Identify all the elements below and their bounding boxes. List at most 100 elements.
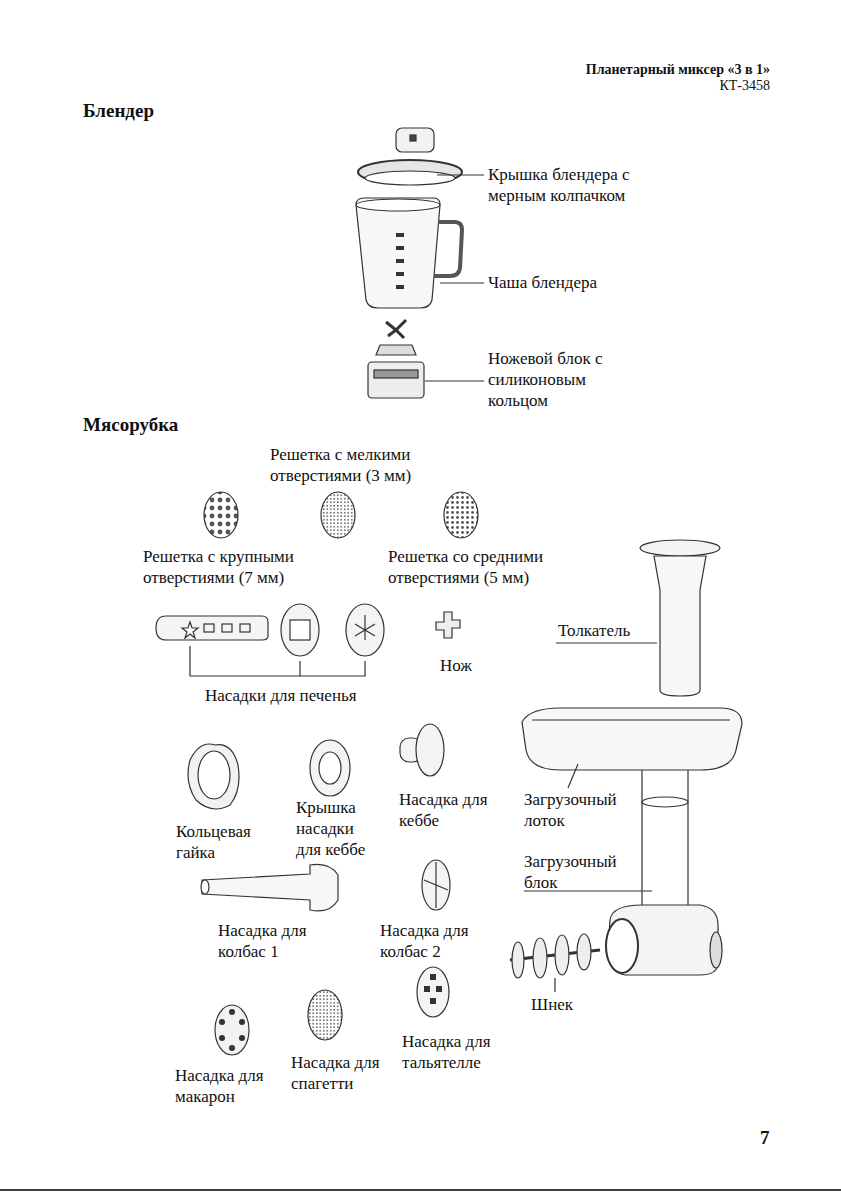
cookie-attachments-part [281, 604, 319, 656]
blender-illustration-part-part [396, 272, 404, 276]
cookie-attachments-part [290, 620, 310, 640]
part-label: Чаша блендера [488, 272, 597, 293]
attachments-part [319, 752, 341, 784]
feeding-block-part [532, 719, 730, 720]
cookie-attachments [156, 604, 384, 676]
attachments-part-part [436, 986, 442, 992]
auger-illustration-part [533, 938, 547, 978]
attachments-part [198, 751, 230, 799]
feeding-block-part [710, 932, 722, 968]
part-label: Крышка насадки для кеббе [296, 797, 378, 860]
attachments-part [308, 990, 342, 1040]
knife-illustration [436, 612, 460, 638]
auger-illustration-part [555, 935, 569, 975]
cookie-attachments-part [204, 624, 214, 632]
page-number: 7 [760, 1127, 770, 1148]
blender-illustration [356, 128, 484, 398]
blender-illustration-part [358, 160, 462, 184]
attachments-part-part [239, 1019, 245, 1025]
cookie-attachments-part [240, 624, 250, 632]
attachments-part [202, 864, 338, 910]
blender-illustration-part [356, 199, 440, 211]
part-label: Насадка для спагетти [291, 1052, 391, 1094]
attachments-part-part [229, 1009, 235, 1015]
part-label: Загрузочный блок [524, 851, 636, 893]
blender-illustration-part [396, 128, 434, 152]
feeding-block [522, 708, 742, 975]
attachments-part [201, 880, 209, 894]
part-label: Насадка для колбас 1 [218, 920, 323, 962]
grinder-plates-part [321, 492, 355, 538]
attachments-part [310, 740, 350, 796]
grinder-plates-part [204, 492, 238, 538]
blender-illustration-part [434, 222, 462, 276]
model-number: КТ-3458 [719, 78, 770, 94]
pusher-illustration [556, 540, 720, 696]
auger-illustration-part [554, 978, 555, 992]
attachments-part [416, 724, 444, 776]
feeding-block-part [606, 919, 638, 973]
blender-illustration-part [410, 135, 416, 141]
part-label: Насадка для кеббе [399, 789, 494, 831]
blender-illustration-part-part [396, 285, 404, 289]
blender-illustration-part [376, 345, 416, 355]
attachments-part [424, 862, 448, 908]
attachments-part [215, 1005, 249, 1055]
attachments-part-part [424, 986, 430, 992]
attachments-part-part [229, 1045, 235, 1051]
feeding-block-part [642, 802, 688, 918]
attachments-part [188, 744, 239, 809]
feeding-block-part [568, 764, 578, 788]
feeding-block-part [642, 797, 688, 807]
part-label: Решетка с мелкими отверстиями (3 мм) [270, 444, 450, 486]
cookie-attachments-part [355, 615, 375, 640]
blender-illustration-part-part [396, 259, 404, 263]
auger-illustration [510, 934, 600, 992]
blender-illustration-part-part [396, 233, 404, 237]
cookie-attachments-part [346, 604, 384, 656]
part-label: Толкатель [558, 620, 630, 641]
blender-illustration-part [425, 380, 484, 381]
part-label: Насадка для колбас 2 [380, 920, 485, 962]
document-title: Планетарный миксер «3 в 1» [586, 62, 770, 78]
pusher-illustration-part [654, 556, 706, 696]
part-label: Крышка блендера с мерным колпачком [488, 164, 658, 206]
attachments-part [424, 974, 442, 1004]
attachments-part [417, 967, 449, 1017]
feeding-block-part [522, 708, 742, 770]
blender-illustration-part [374, 370, 418, 378]
part-label: Насадка для тальятелле [402, 1031, 527, 1073]
pusher-illustration-part [556, 642, 657, 643]
knife-illustration-part [436, 612, 460, 638]
cookie-attachments-part [190, 646, 365, 676]
auger-illustration-part [577, 934, 591, 970]
blender-illustration-part [365, 171, 455, 185]
auger-illustration-part [512, 942, 524, 978]
part-label: Насадка для макарон [175, 1065, 275, 1107]
illustration-part [0, 128, 841, 1190]
attachments-part [422, 860, 450, 910]
part-label: Насадки для печенья [205, 685, 357, 706]
attachments-part-part [430, 974, 436, 980]
grinder-plates-part [444, 492, 478, 538]
part-label: Решетка со средними отверстиями (5 мм) [388, 546, 563, 588]
blender-illustration-part-part [396, 246, 404, 250]
blender-illustration-part [368, 362, 424, 398]
section-heading: Мясорубка [83, 414, 178, 435]
blender-illustration-part [356, 198, 440, 308]
blender-illustration-part [437, 174, 484, 175]
cookie-attachments-part [222, 624, 232, 632]
part-label: Шнек [531, 994, 573, 1015]
blender-illustration-part [396, 233, 404, 289]
pusher-illustration-part [640, 540, 720, 556]
attachments-part-part [430, 998, 436, 1004]
feeding-block-part [642, 770, 688, 802]
cookie-attachments-part [182, 622, 198, 638]
attachments [188, 724, 450, 1055]
page-border [0, 1189, 841, 1191]
section-heading: Блендер [83, 100, 154, 121]
part-label: Кольцевая гайка [176, 821, 266, 863]
part-label: Загрузочный лоток [524, 789, 636, 831]
